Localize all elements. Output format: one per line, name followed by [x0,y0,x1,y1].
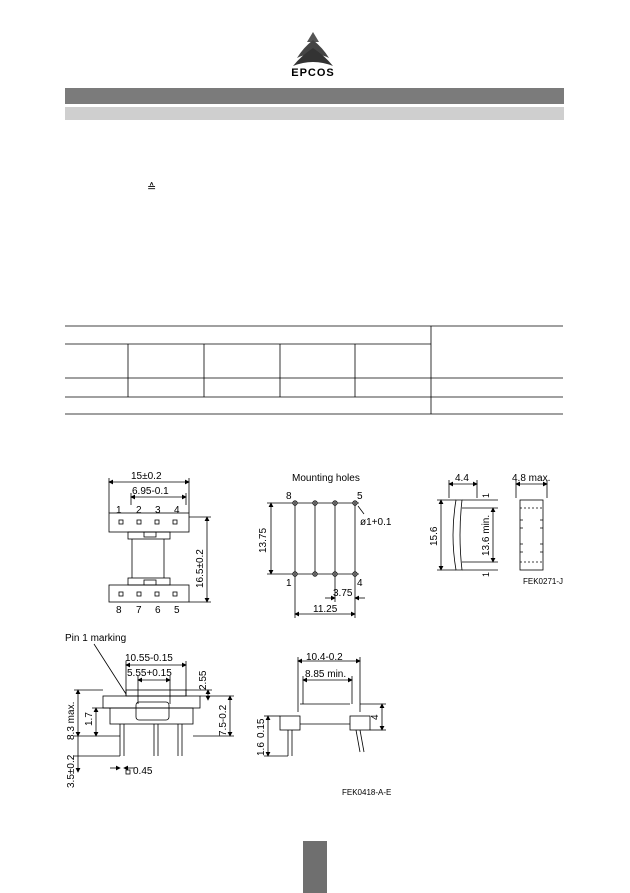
dim-10-4: 10.4-0.2 [306,652,343,663]
dim-1-6: 1.6 [256,742,267,756]
dim-4-8-max: 4.8 max. [512,473,550,484]
pin-label-1: 1 [116,505,122,516]
epcos-logo: EPCOS [283,30,343,82]
hole-pin-1: 1 [286,578,292,589]
hole-vertical-dim: 13.75 [258,528,269,553]
top-right-view [437,480,548,571]
dim-3-5: 3.5±0.2 [66,754,77,788]
mounting-holes-title: Mounting holes [292,473,360,484]
page-tab [303,841,327,893]
header-bar-dark [65,88,564,104]
hole-diameter-dim: ø1+0.1 [360,517,392,528]
dim-13-6-min: 13.6 min. [481,515,492,556]
bottom-left-view [74,643,234,775]
header-bar-light [65,107,564,120]
pin-label-6: 6 [155,605,161,616]
dim-width-top-left: 15±0.2 [131,471,162,482]
drawing-code-bottom: FEK0418-A-E [342,788,391,797]
pin-label-2: 2 [136,505,142,516]
hole-pitch-dim: 3.75 [333,588,353,599]
dim-pin-span: 6.95-0.1 [132,486,169,497]
pin-label-3: 3 [155,505,161,516]
logo-text: EPCOS [291,67,335,79]
dim-4-right: 4 [370,714,381,720]
pin-label-7: 7 [136,605,142,616]
hole-pin-5: 5 [357,491,363,502]
hole-pin-4: 4 [357,578,363,589]
dim-small-bottom: 1 [481,572,491,577]
dim-8-3-max: 8.3 max. [66,702,77,740]
epcos-logo-icon [293,32,333,66]
bottom-right-view [264,657,386,757]
dim-4-4: 4.4 [455,473,469,484]
dim-5-55: 5.55+0.15 [127,668,172,679]
hole-pin-8: 8 [286,491,292,502]
dim-10-55: 10.55-0.15 [125,653,173,664]
mounting-holes-view [267,500,365,618]
drawing-code-top: FEK0271-J [523,577,563,586]
dim-15-6: 15.6 [429,526,440,546]
dim-small-top: 1 [481,493,491,498]
top-left-view [108,478,211,603]
dim-1-7: 1.7 [84,712,95,726]
dim-0-45: 0.45 [133,766,153,777]
dim-8-85-min: 8.85 min. [305,669,346,680]
dim-7-5: 7.5-0.2 [218,704,229,736]
pin-label-5: 5 [174,605,180,616]
dim-0-15: 0.15 [256,718,267,738]
pin1-marking-label: Pin 1 marking [65,633,126,644]
corresponds-symbol: ≙ [147,182,157,194]
dim-2-55: 2.55 [198,670,209,690]
hole-span-dim: 11.25 [313,604,338,615]
dim-height-top-left: 16.5±0.2 [195,549,206,588]
pin-label-4: 4 [174,505,180,516]
pin-label-8: 8 [116,605,122,616]
